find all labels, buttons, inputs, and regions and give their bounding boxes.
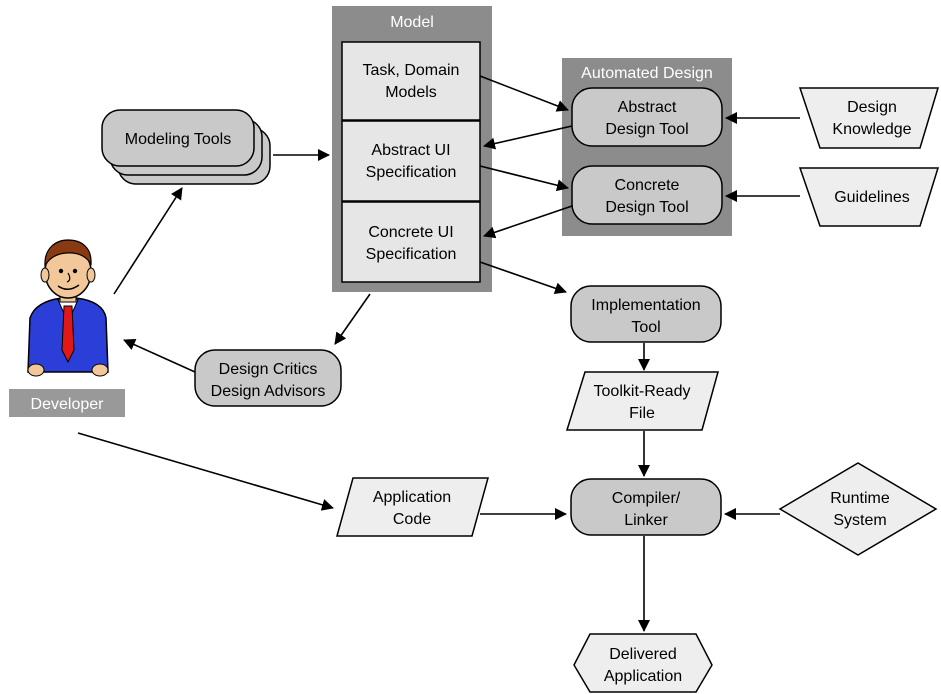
guidelines[interactable]: Guidelines xyxy=(798,167,940,227)
runtime-system-line-1: Runtime xyxy=(830,490,890,507)
design-knowledge-line-2: Knowledge xyxy=(832,121,911,138)
application-code[interactable]: Application Code xyxy=(336,477,489,537)
task-domain-line-1: Task, Domain xyxy=(363,62,460,79)
edge-developer-to-application-code xyxy=(77,432,334,511)
concrete-design-tool-line-2: Design Tool xyxy=(605,199,688,216)
concrete-design-tool[interactable]: Concrete Design Tool xyxy=(571,165,723,225)
concrete-ui-line-1: Concrete UI xyxy=(368,224,453,241)
application-code-line-2: Code xyxy=(393,511,431,528)
developer-label-bg xyxy=(9,389,125,417)
developer-hand-left xyxy=(27,363,45,377)
automated-design-title: Automated Design xyxy=(581,65,713,82)
edge-abstract-spec-to-concrete-tool xyxy=(479,165,569,192)
task-domain-models-box[interactable]: Task, Domain Models xyxy=(341,41,481,121)
toolkit-ready-file-line-1: Toolkit-Ready xyxy=(594,383,691,400)
modeling-tools-label: Modeling Tools xyxy=(125,131,231,148)
toolkit-ready-file[interactable]: Toolkit-Ready File xyxy=(565,371,719,431)
developer-label: Developer xyxy=(9,389,125,417)
delivered-application[interactable]: Delivered Application xyxy=(573,633,713,693)
task-domain-line-2: Models xyxy=(385,84,437,101)
runtime-system-line-2: System xyxy=(833,512,886,529)
design-knowledge-line-1: Design xyxy=(847,99,897,116)
developer-hair xyxy=(44,239,92,269)
edge-model-to-critics xyxy=(334,293,371,345)
developer-mouth xyxy=(57,284,80,290)
edge-task-to-abstract-tool xyxy=(479,75,569,112)
application-code-line-1: Application xyxy=(373,489,451,506)
compiler-linker-line-2: Linker xyxy=(624,512,668,529)
edge-critics-to-developer xyxy=(123,339,196,373)
guidelines-label: Guidelines xyxy=(834,189,910,206)
concrete-ui-line-2: Specification xyxy=(366,246,457,263)
compiler-linker-line-1: Compiler/ xyxy=(612,490,681,507)
delivered-application-line-1: Delivered xyxy=(609,646,677,663)
design-critics[interactable]: Design Critics Design Advisors xyxy=(194,349,342,407)
developer-label-text: Developer xyxy=(31,396,105,413)
developer-ear-right xyxy=(86,267,96,283)
edges xyxy=(77,75,800,632)
abstract-ui-specification-box[interactable]: Abstract UI Specification xyxy=(341,120,481,202)
edge-abstract-tool-to-abstract-spec xyxy=(483,125,573,150)
developer-nose xyxy=(66,272,71,283)
developer-hand-right xyxy=(91,363,109,377)
runtime-system[interactable]: Runtime System xyxy=(778,462,938,556)
developer-eye-right xyxy=(72,268,78,274)
toolkit-ready-file-line-2: File xyxy=(629,405,655,422)
developer-tie xyxy=(61,305,75,364)
edge-developer-to-modeling-tools xyxy=(113,187,183,295)
implementation-tool-line-2: Tool xyxy=(631,319,660,336)
implementation-tool-line-1: Implementation xyxy=(591,297,700,314)
modeling-tools[interactable]: Modeling Tools xyxy=(101,109,271,185)
abstract-ui-line-2: Specification xyxy=(366,164,457,181)
delivered-application-line-2: Application xyxy=(604,668,682,685)
edge-concrete-spec-to-implementation xyxy=(479,261,567,295)
abstract-design-tool[interactable]: Abstract Design Tool xyxy=(571,87,723,147)
design-critics-line-1: Design Critics xyxy=(219,361,318,378)
abstract-ui-line-1: Abstract UI xyxy=(371,142,450,159)
compiler-linker[interactable]: Compiler/ Linker xyxy=(570,478,722,536)
developer-eye-left xyxy=(58,268,64,274)
design-knowledge[interactable]: Design Knowledge xyxy=(798,87,940,149)
abstract-design-tool-line-2: Design Tool xyxy=(605,121,688,138)
concrete-design-tool-line-1: Concrete xyxy=(615,177,680,194)
abstract-design-tool-line-1: Abstract xyxy=(618,99,677,116)
edge-concrete-tool-to-concrete-spec xyxy=(483,205,573,239)
concrete-ui-specification-box[interactable]: Concrete UI Specification xyxy=(341,201,481,283)
developer-figure xyxy=(27,239,109,377)
developer-ear-left xyxy=(40,267,50,283)
implementation-tool[interactable]: Implementation Tool xyxy=(570,285,722,343)
model-title: Model xyxy=(390,14,434,31)
design-critics-line-2: Design Advisors xyxy=(211,383,326,400)
